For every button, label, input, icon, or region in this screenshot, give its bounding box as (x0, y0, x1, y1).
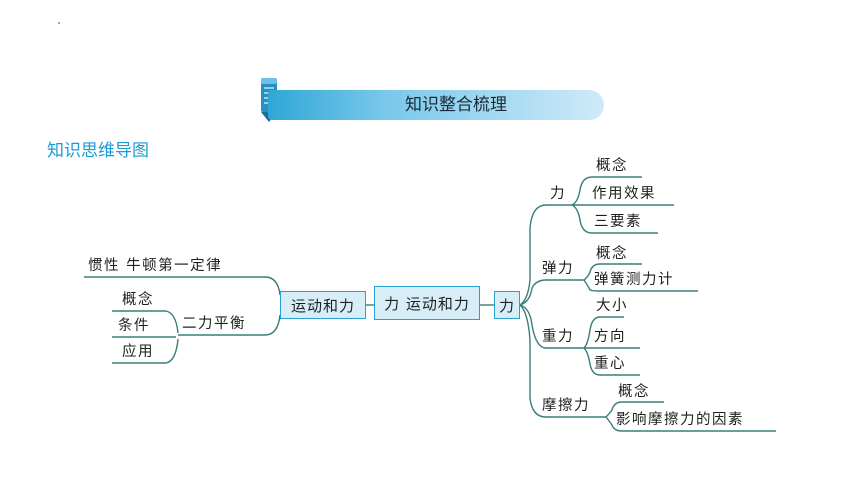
label-inertia: 惯性 牛顿第一定律 (88, 258, 223, 274)
label-gravity: 重力 (542, 329, 574, 345)
connector-yingyong (112, 338, 179, 364)
label-friction: 摩擦力 (542, 398, 590, 414)
mindmap-title: 知识思维导图 (47, 141, 149, 161)
label-gravity-direction: 方向 (594, 329, 626, 345)
label-center-of-gravity: 重心 (594, 356, 626, 372)
decorative-dot (58, 22, 60, 24)
label-elastic: 弹力 (542, 261, 574, 277)
connector-gainian-left (112, 310, 179, 334)
label-balance-application: 应用 (122, 344, 154, 360)
label-force-effect: 作用效果 (592, 186, 656, 202)
connector-gravity (519, 304, 584, 349)
label-friction-concept: 概念 (618, 384, 650, 400)
connector-balance (178, 314, 281, 336)
section-banner: 知识整合梳理 (268, 90, 604, 120)
label-force-three-elements: 三要素 (594, 214, 642, 230)
label-spring-scale: 弹簧测力计 (594, 272, 674, 288)
connector-force (519, 204, 572, 306)
label-balance: 二力平衡 (182, 316, 246, 332)
node-motion-force-left[interactable]: 运动和力 (280, 291, 366, 319)
connector-inertia (84, 276, 281, 296)
label-force: 力 (550, 186, 566, 202)
label-balance-concept: 概念 (122, 292, 154, 308)
banner-title: 知识整合梳理 (405, 95, 507, 115)
label-force-concept: 概念 (596, 158, 628, 174)
node-force-right[interactable]: 力 (494, 291, 520, 319)
connector-friction (519, 304, 606, 418)
label-friction-factors: 影响摩擦力的因素 (616, 412, 744, 428)
connector-elastic (519, 279, 584, 306)
label-gravity-magnitude: 大小 (596, 298, 628, 314)
label-balance-condition: 条件 (118, 318, 150, 334)
node-root[interactable]: 力 运动和力 (374, 286, 480, 320)
label-elastic-concept: 概念 (596, 246, 628, 262)
